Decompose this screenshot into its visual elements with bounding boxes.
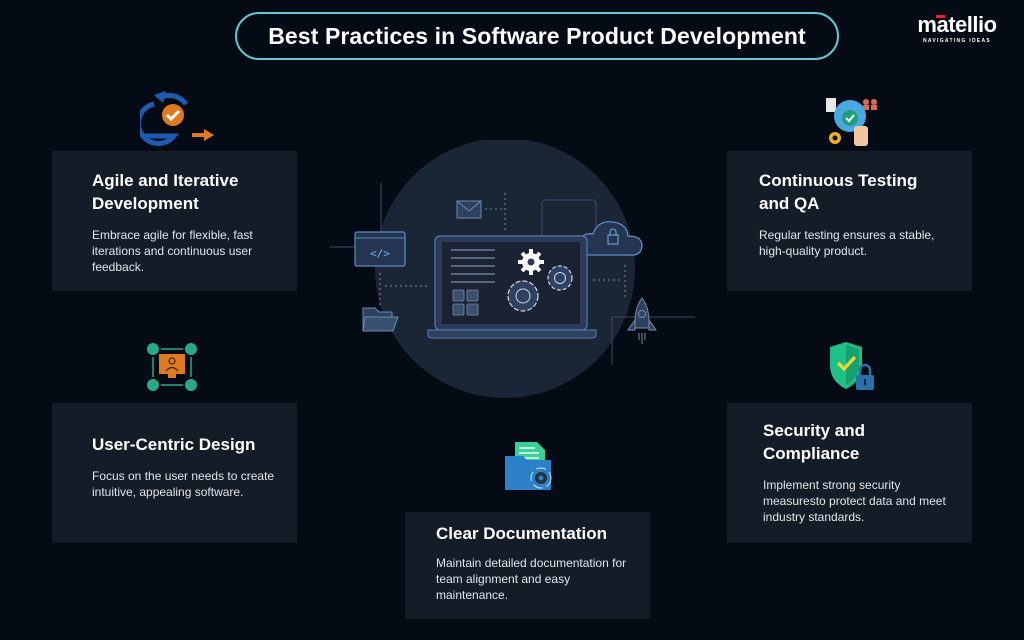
user-centric-design-icon [147,343,197,391]
laptop-icon [427,235,597,339]
card-title: User-Centric Design [92,435,256,454]
card-description: Implement strong security measuresto pro… [763,478,946,524]
logo-tagline: NAVIGATING IDEAS [922,38,992,44]
title-banner: Best Practices in Software Product Devel… [235,12,839,60]
mail-icon [456,200,482,219]
shield-lock-icon [830,342,874,390]
card-description: Maintain detailed documentation for team… [436,556,627,602]
card-title: Security and Compliance [763,421,866,463]
hub-illustration: </> [330,140,695,398]
testing-qa-icon [826,98,877,146]
card-description: Focus on the user needs to create intuit… [92,469,275,499]
card-title: Agile and Iterative Development [92,171,239,213]
practice-card-agile: Agile and Iterative Development Embrace … [52,151,297,291]
gears-icon [507,249,573,312]
agile-cycle-icon [140,91,214,147]
card-title: Clear Documentation [436,524,607,543]
logo-wordmark: matellio [917,12,997,37]
card-description: Regular testing ensures a stable, high-q… [759,228,935,258]
practice-card-documentation: Clear Documentation Maintain detailed do… [405,512,650,619]
practice-card-user-centric: User-Centric Design Focus on the user ne… [52,403,297,543]
logo-accent [936,15,945,18]
brand-logo: matellio NAVIGATING IDEAS [917,12,997,45]
folder-icon [362,307,399,332]
card-title: Continuous Testing and QA [759,171,918,213]
documentation-folder-icon [505,442,552,490]
card-description: Embrace agile for flexible, fast iterati… [92,228,253,274]
practice-card-testing: Continuous Testing and QA Regular testin… [727,151,972,291]
page-title: Best Practices in Software Product Devel… [268,22,806,49]
rocket-icon [627,297,657,344]
svg-text:</>: </> [370,247,390,260]
code-window-icon: </> [354,231,406,267]
practice-card-security: Security and Compliance Implement strong… [727,403,972,543]
